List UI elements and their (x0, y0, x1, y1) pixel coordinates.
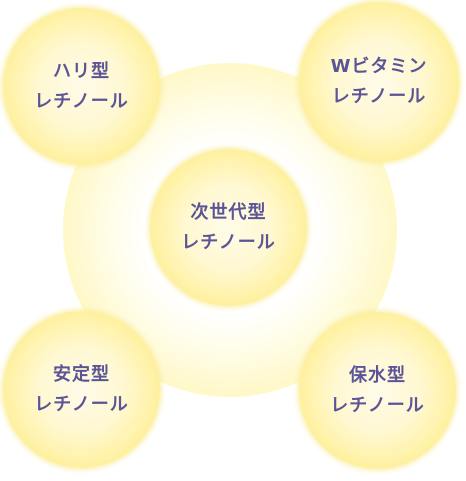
node-w-vitamin-retinol: Wビタミン レチノール (299, 2, 459, 162)
node-label-line1: 次世代型 (190, 201, 267, 223)
node-label-line1: 安定型 (53, 363, 110, 385)
node-label-line2: レチノール (34, 90, 129, 112)
node-label-line2: レチノール (34, 393, 129, 415)
node-label-line1: 保水型 (349, 364, 406, 386)
node-moisture-retinol: 保水型 レチノール (299, 312, 456, 469)
node-label-line2: レチノール (181, 231, 276, 253)
node-next-generation-retinol: 次世代型 レチノール (150, 149, 307, 306)
node-label-line2: レチノール (331, 86, 427, 107)
node-label-line2: レチノール (330, 394, 425, 416)
node-label-line1: Wビタミン (330, 56, 428, 77)
node-hari-retinol: ハリ型 レチノール (3, 8, 160, 165)
node-stable-retinol: 安定型 レチノール (3, 311, 160, 468)
node-label-line1: ハリ型 (53, 60, 110, 82)
